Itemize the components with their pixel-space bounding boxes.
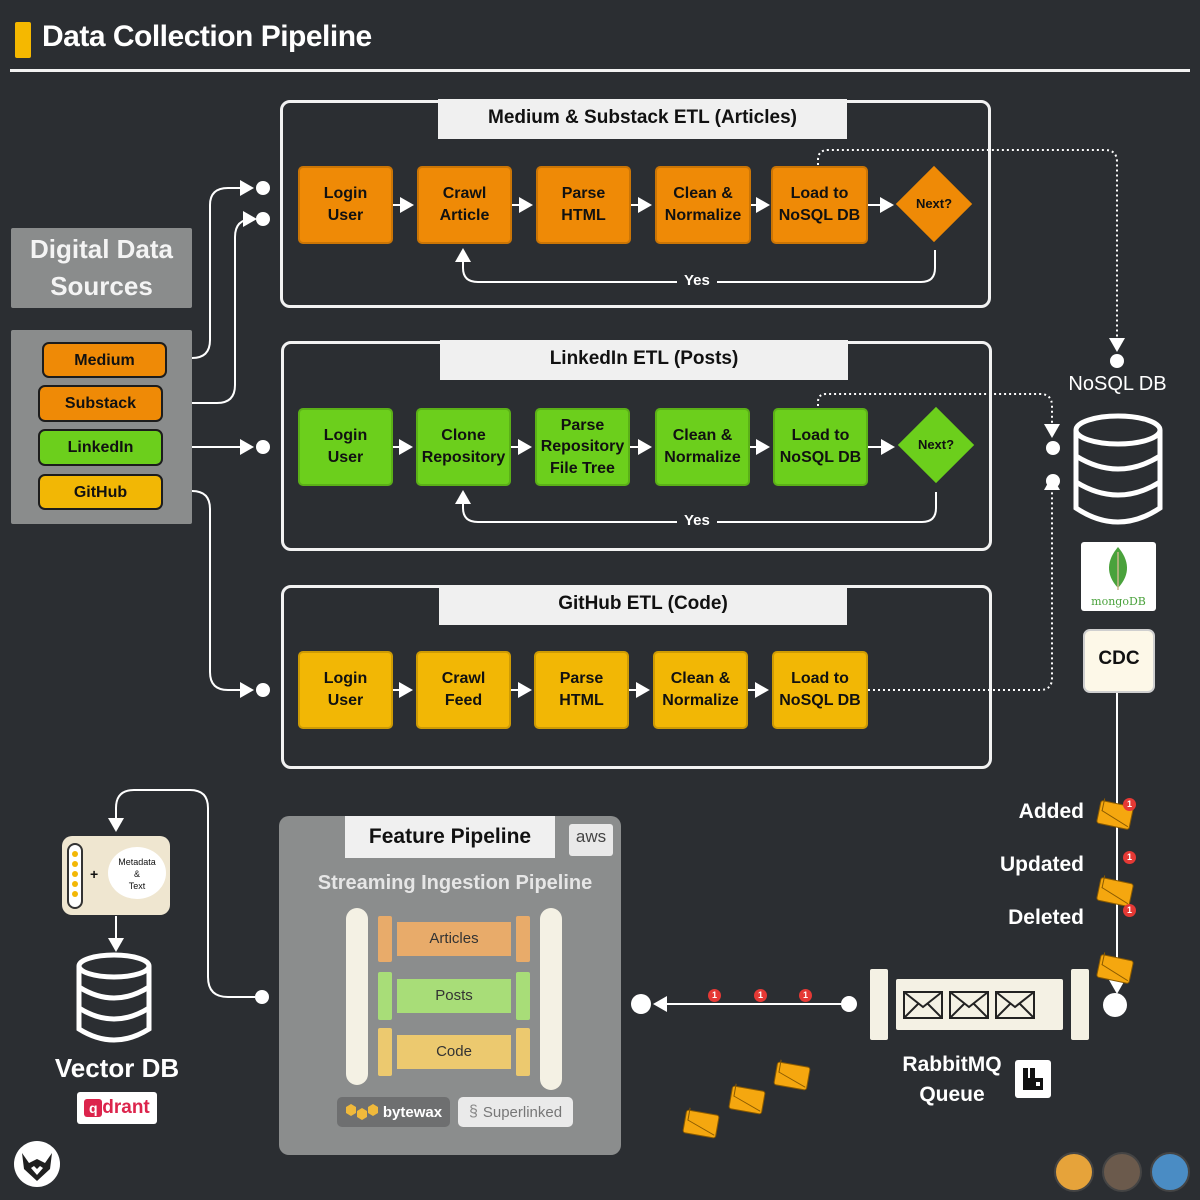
queue-output-dot	[841, 996, 857, 1012]
metadata-text-badge: Metadata & Text	[108, 847, 166, 899]
posts-step-clone: Clone Repository	[416, 408, 511, 486]
code-step-load: Load to NoSQL DB	[772, 651, 868, 729]
bytewax-hex-icon	[345, 1104, 378, 1120]
stream-articles: Articles	[397, 922, 511, 956]
superlinked-logo: § Superlinked	[458, 1097, 573, 1127]
stream-articles-right-cap	[516, 916, 530, 962]
code-step-parse: Parse HTML	[534, 651, 629, 729]
message-badge-2: 1	[754, 989, 767, 1002]
articles-input-dot-1	[256, 181, 270, 195]
qdrant-logo-text: drant	[102, 1097, 150, 1118]
nosql-label: NoSQL DB	[1068, 373, 1167, 395]
vector-database-icon	[76, 952, 152, 1043]
code-step-crawl: Crawl Feed	[416, 651, 511, 729]
stream-code: Code	[397, 1035, 511, 1069]
page-title: Data Collection Pipeline	[42, 20, 372, 53]
streaming-subtitle: Streaming Ingestion Pipeline	[317, 872, 593, 894]
posts-step-clean: Clean & Normalize	[655, 408, 750, 486]
mongodb-leaf-icon	[1108, 547, 1128, 590]
stream-code-left-cap	[378, 1028, 392, 1076]
rabbitmq-icon	[1023, 1068, 1043, 1090]
message-badge-1: 1	[799, 989, 812, 1002]
articles-input-dot-2	[256, 212, 270, 226]
title-divider	[10, 69, 1190, 72]
articles-step-login: Login User	[298, 166, 393, 244]
stream-left-roller	[346, 908, 368, 1085]
stream-code-right-cap	[516, 1028, 530, 1076]
brand-logo-icon	[14, 1141, 60, 1187]
stream-articles-left-cap	[378, 916, 392, 962]
posts-step-load: Load to NoSQL DB	[773, 408, 868, 486]
event-added-label: Added	[1018, 800, 1084, 823]
nosql-input-dot	[1110, 354, 1124, 368]
added-badge: 1	[1123, 798, 1136, 811]
bytewax-logo: bytewax	[337, 1097, 450, 1127]
embedding-vector-icon	[67, 843, 83, 909]
posts-step-login: Login User	[298, 408, 393, 486]
source-substack[interactable]: Substack	[38, 385, 163, 422]
articles-step-parse: Parse HTML	[536, 166, 631, 244]
bytewax-text: bytewax	[382, 1103, 443, 1121]
mongodb-logo-text: mongoDB	[1091, 595, 1146, 608]
feature-input-dot	[631, 994, 651, 1014]
plus-sign: +	[90, 866, 99, 882]
sources-title: Digital Data Sources	[11, 228, 192, 308]
updated-badge: 1	[1123, 851, 1136, 864]
cdc-box: CDC	[1083, 629, 1155, 693]
source-linkedin[interactable]: LinkedIn	[38, 429, 163, 466]
etl-articles-title: Medium & Substack ETL (Articles)	[438, 99, 847, 139]
aws-badge: aws	[569, 824, 613, 856]
embedding-dots	[72, 851, 78, 897]
etl-posts-title: LinkedIn ETL (Posts)	[440, 340, 848, 380]
feature-output-dot	[255, 990, 269, 1004]
nosql-input-dot-code	[1046, 474, 1060, 488]
queue-left-cap	[870, 969, 888, 1040]
nosql-database-icon	[1073, 413, 1163, 525]
posts-input-dot	[256, 440, 270, 454]
articles-step-load: Load to NoSQL DB	[771, 166, 868, 244]
source-medium[interactable]: Medium	[42, 342, 167, 378]
code-step-login: Login User	[298, 651, 393, 729]
title-accent-bar	[15, 22, 31, 58]
qdrant-logo: q drant	[77, 1092, 157, 1124]
etl-code-title: GitHub ETL (Code)	[439, 585, 847, 625]
posts-step-parse: Parse Repository File Tree	[535, 408, 630, 486]
message-badge-3: 1	[708, 989, 721, 1002]
vector-db-label: Vector DB	[54, 1053, 180, 1083]
rabbitmq-logo	[1015, 1060, 1051, 1098]
source-github[interactable]: GitHub	[38, 474, 163, 510]
event-updated-label: Updated	[1000, 853, 1084, 876]
mongodb-logo: mongoDB	[1081, 542, 1156, 611]
stream-posts-right-cap	[516, 972, 530, 1020]
nosql-input-dot-posts	[1046, 441, 1060, 455]
author-avatar-2	[1102, 1152, 1142, 1192]
code-input-dot	[256, 683, 270, 697]
queue-label: RabbitMQ Queue	[902, 1053, 1002, 1106]
posts-loop-label: Yes	[678, 512, 716, 529]
stream-posts-left-cap	[378, 972, 392, 1020]
superlinked-icon: §	[468, 1103, 478, 1120]
queue-messages-icon	[903, 991, 1035, 1019]
event-deleted-label: Deleted	[1008, 906, 1084, 929]
articles-step-crawl: Crawl Article	[417, 166, 512, 244]
superlinked-text: Superlinked	[482, 1103, 563, 1121]
queue-body	[896, 979, 1063, 1030]
author-avatar-3	[1150, 1152, 1190, 1192]
posts-decision-label: Next?	[917, 437, 955, 452]
feature-pipeline-title: Feature Pipeline	[345, 816, 555, 858]
articles-step-clean: Clean & Normalize	[655, 166, 751, 244]
queue-input-dot	[1103, 993, 1127, 1017]
stream-right-roller	[540, 908, 562, 1090]
code-step-clean: Clean & Normalize	[653, 651, 748, 729]
author-avatar-1	[1054, 1152, 1094, 1192]
stream-posts: Posts	[397, 979, 511, 1013]
qdrant-mark-icon: q	[84, 1099, 103, 1117]
aws-badge-text: aws	[575, 827, 607, 846]
queue-right-cap	[1071, 969, 1089, 1040]
articles-loop-label: Yes	[678, 272, 716, 289]
deleted-badge: 1	[1123, 904, 1136, 917]
articles-decision-label: Next?	[915, 196, 953, 211]
